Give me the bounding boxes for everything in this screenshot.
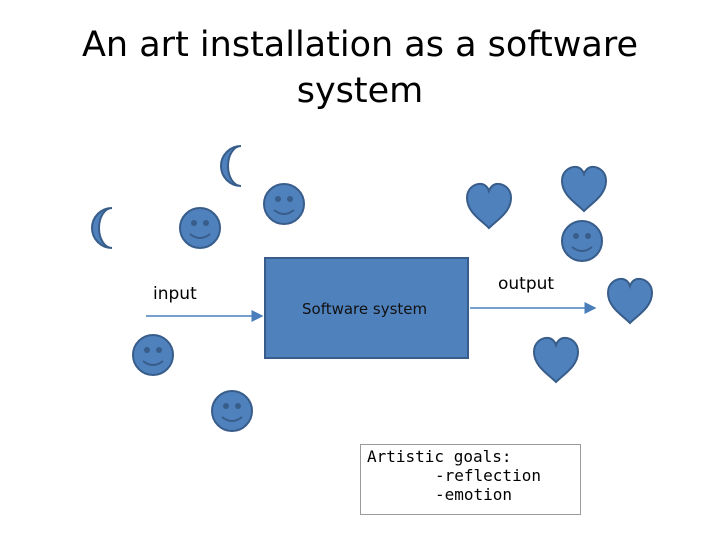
software-system-label: Software system xyxy=(302,300,428,318)
smiley-icon xyxy=(561,220,603,262)
slide-title-line-1: An art installation as a software xyxy=(81,25,638,65)
output-label: output xyxy=(498,274,555,294)
smiley-icon xyxy=(179,207,221,249)
heart-icon xyxy=(466,182,512,229)
artistic-goal-item: -reflection xyxy=(435,466,541,485)
smiley-icon xyxy=(132,334,174,376)
heart-icon xyxy=(533,336,579,383)
heart-icon xyxy=(561,165,607,212)
heart-icon xyxy=(607,277,653,324)
moon-icon xyxy=(220,145,242,187)
smiley-icon xyxy=(263,183,305,225)
slide-title-line-2: system xyxy=(296,71,424,111)
artistic-goal-item: -emotion xyxy=(435,485,513,504)
software-system-box xyxy=(264,257,469,359)
smiley-icon xyxy=(211,390,253,432)
moon-icon xyxy=(91,207,113,249)
input-label: input xyxy=(153,284,197,304)
artistic-goals-heading: Artistic goals: xyxy=(367,447,512,466)
artistic-goals-box: Artistic goals: -reflection -emotion xyxy=(360,444,581,515)
slide-title: An art installation as a software system xyxy=(60,22,660,114)
